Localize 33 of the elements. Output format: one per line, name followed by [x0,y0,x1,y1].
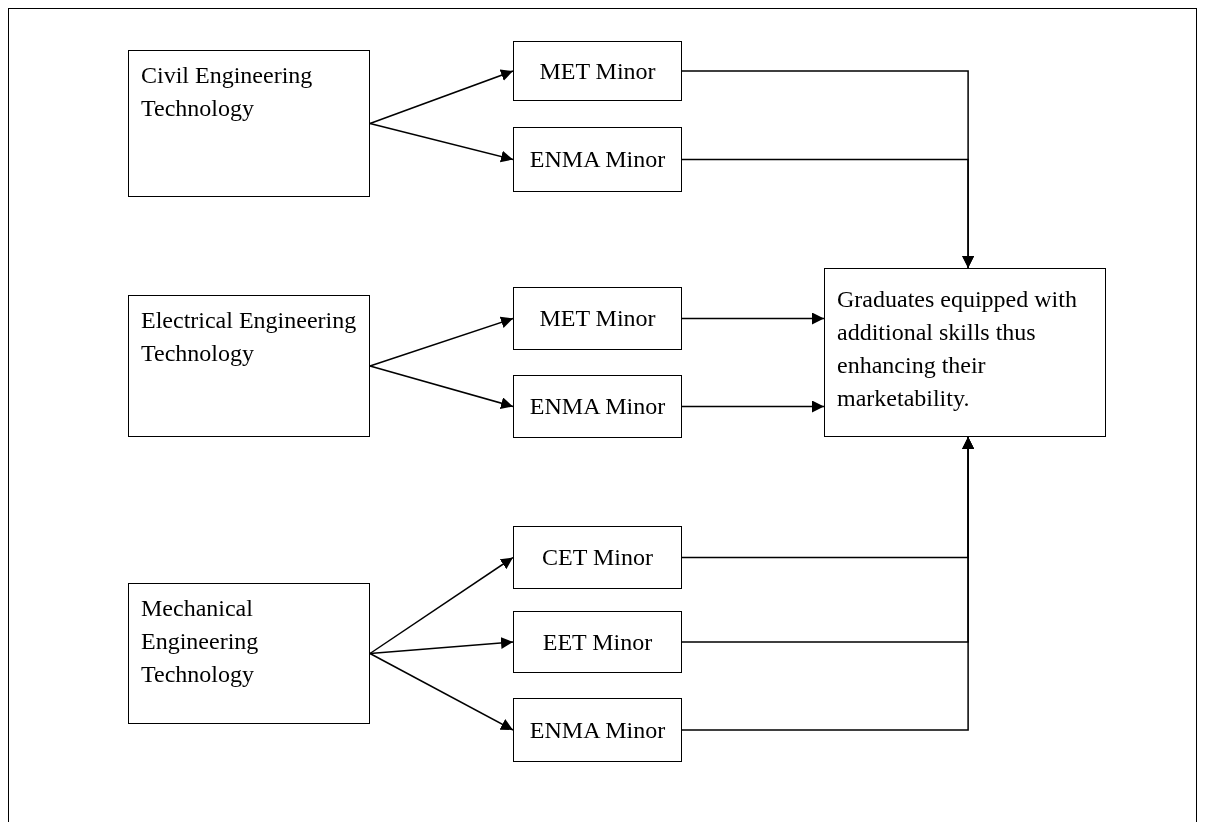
minor-box [513,698,682,762]
minor-box [513,611,682,673]
box-text: EET Minor [542,627,653,657]
outcome-box [824,268,1106,437]
arrow [369,365,514,409]
box-text: MET Minor [539,56,656,86]
box-text: ENMA Minor [529,715,666,745]
arrow [369,652,514,731]
box-text: ENMA Minor [529,392,666,421]
arrow [369,122,514,163]
program-box [128,50,370,197]
minor-box [513,526,682,589]
box-text: CET Minor [542,543,653,572]
minor-box [513,127,682,192]
arrow [369,69,514,125]
minor-box [513,41,682,101]
program-box [128,295,370,437]
arrow [681,400,825,413]
box-text: Electrical Engineering Technology [141,306,358,368]
box-text: Graduates equipped with additional skills thus enhancing their marketability. [837,285,1078,413]
arrow [369,556,514,655]
box-text: Mechanical Engineering Technology [141,594,260,689]
box-text: Civil Engineering Technology [141,61,314,123]
arrow [369,316,514,367]
program-box [128,583,370,724]
arrow [681,312,825,325]
arrow [681,158,975,269]
minor-box [513,375,682,438]
box-text: MET Minor [539,304,656,333]
arrow [681,436,975,731]
box-text: ENMA Minor [529,145,666,174]
minor-box [513,287,682,350]
arrow [369,637,514,655]
